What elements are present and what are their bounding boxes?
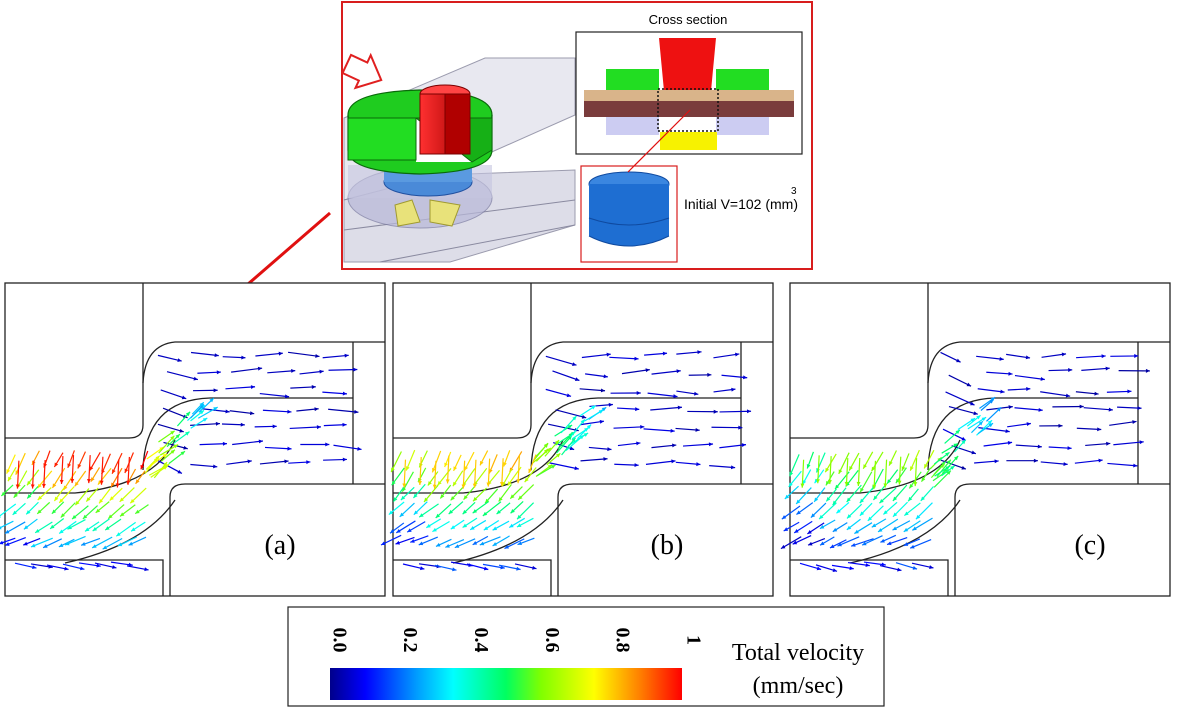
support-section <box>660 132 717 150</box>
panel-b <box>381 283 773 596</box>
colorbar-tick-label: 0.8 <box>612 628 634 653</box>
panel-frame <box>790 283 1170 596</box>
die-section-left <box>606 117 659 135</box>
colorbar-tick-label: 1 <box>682 635 704 645</box>
panel-label-b: (b) <box>651 530 684 561</box>
velocity-arrow <box>329 370 358 371</box>
panel-label-a: (a) <box>264 530 295 561</box>
panel-label-c: (c) <box>1074 530 1105 561</box>
colorbar-title: Total velocity <box>732 640 864 666</box>
panel-frame <box>5 283 385 596</box>
cross-section-view: Cross section <box>576 12 802 154</box>
colorbar-gradient <box>330 668 682 700</box>
upper-sheet-section <box>584 90 794 101</box>
blank-holder-front <box>348 118 416 160</box>
panel-a <box>0 283 385 596</box>
initial-volume-label: Initial V=102 (mm) <box>684 196 798 212</box>
inset: Cross section Initial V=102 (mm) 3 <box>339 2 812 269</box>
colorbar-tick-label: 0.4 <box>470 628 492 653</box>
blank-holder-section-right <box>716 69 769 90</box>
colorbar-tick-label: 0.2 <box>399 628 421 653</box>
blank-holder-section-left <box>606 69 659 90</box>
lower-sheet-section <box>584 101 794 117</box>
colorbar-legend: 0.0 0.2 0.4 0.6 0.8 1 Total velocity (mm/sec) <box>288 607 884 706</box>
colorbar-tick-label: 0.6 <box>541 628 563 653</box>
punch-3d-cut <box>445 94 470 154</box>
punch-section <box>659 38 716 91</box>
velocity-arrow <box>720 411 752 412</box>
panel-frame <box>393 283 773 596</box>
cross-section-title: Cross section <box>649 12 728 27</box>
colorbar-unit: (mm/sec) <box>753 673 844 699</box>
panel-c <box>781 283 1170 596</box>
slug-detail-body <box>589 184 669 236</box>
colorbar-tick-label: 0.0 <box>328 628 350 653</box>
die-section-right <box>716 117 769 135</box>
initial-volume-exponent: 3 <box>791 186 797 197</box>
